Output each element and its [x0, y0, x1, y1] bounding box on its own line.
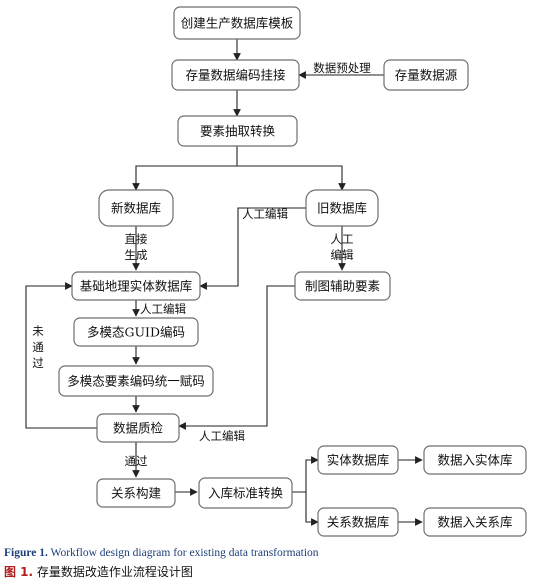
node-quality-check-label: 数据质检 — [113, 421, 164, 436]
node-stock-coding: 存量数据编码挂接 — [171, 59, 300, 91]
edges — [25, 39, 423, 526]
edge-labels: 数据预处理 直接 生成 人工编辑 人工 编辑 人工编辑 人工编辑 未 通 过 通… — [32, 61, 371, 468]
node-guid-code-label: 多模态GUID编码 — [87, 325, 185, 340]
node-unified-code-label: 多模态要素编码统一赋码 — [67, 374, 205, 389]
node-relation-build-label: 关系构建 — [111, 486, 162, 501]
edge-convert-to-entity — [292, 456, 319, 493]
label-fail-3: 过 — [32, 356, 44, 370]
node-create-template: 创建生产数据库模板 — [173, 6, 301, 40]
node-new-db-label: 新数据库 — [111, 201, 161, 216]
label-pass: 通过 — [125, 454, 148, 468]
node-relation-db-label: 关系数据库 — [327, 515, 390, 530]
label-manual-2a: 人工 — [331, 232, 354, 246]
label-manual-2b: 编辑 — [331, 248, 354, 262]
edge-extract-to-new-db — [132, 146, 238, 191]
node-old-db: 旧数据库 — [305, 189, 379, 227]
node-stock-source: 存量数据源 — [383, 59, 469, 91]
caption-chinese-text: 存量数据改造作业流程设计图 — [36, 565, 193, 579]
node-unified-code: 多模态要素编码统一赋码 — [58, 365, 214, 397]
node-element-extract: 要素抽取转换 — [177, 115, 298, 147]
label-preprocess: 数据预处理 — [313, 61, 371, 75]
label-fail-1: 未 — [32, 324, 44, 338]
edge-cartaux-to-qc — [178, 285, 295, 430]
caption-chinese-label: 图 1. — [4, 565, 34, 579]
node-to-relation-db: 数据入关系库 — [423, 507, 527, 537]
label-manual-edit-4: 人工编辑 — [199, 429, 245, 443]
node-create-template-label: 创建生产数据库模板 — [181, 16, 294, 31]
node-std-convert: 入库标准转换 — [198, 477, 293, 509]
node-entity-db: 实体数据库 — [317, 445, 399, 475]
edge-convert-to-relationdb — [305, 492, 319, 526]
caption-chinese: 图 1. 存量数据改造作业流程设计图 — [4, 563, 193, 580]
node-stock-coding-label: 存量数据编码挂接 — [185, 68, 286, 83]
label-manual-edit-1: 人工编辑 — [242, 207, 288, 221]
node-stock-source-label: 存量数据源 — [395, 68, 458, 83]
node-relation-db: 关系数据库 — [317, 507, 399, 537]
node-base-geo-db: 基础地理实体数据库 — [71, 271, 201, 301]
caption-english: Figure 1. Workflow design diagram for ex… — [4, 547, 319, 559]
edge-extract-to-old-db — [237, 165, 346, 191]
node-std-convert-label: 入库标准转换 — [208, 486, 284, 501]
label-manual-edit-3: 人工编辑 — [140, 302, 186, 316]
node-entity-db-label: 实体数据库 — [327, 453, 390, 468]
node-relation-build: 关系构建 — [96, 478, 176, 508]
node-cart-aux-label: 制图辅助要素 — [305, 279, 380, 294]
label-direct-2: 生成 — [125, 248, 148, 262]
node-to-relation-db-label: 数据入关系库 — [437, 515, 512, 530]
edge-qc-fail-back — [25, 282, 97, 429]
node-element-extract-label: 要素抽取转换 — [200, 124, 276, 139]
caption-english-label: Figure 1. — [4, 547, 48, 559]
node-cart-aux: 制图辅助要素 — [294, 271, 391, 301]
node-to-entity-db-label: 数据入实体库 — [437, 453, 512, 468]
node-base-geo-db-label: 基础地理实体数据库 — [80, 279, 193, 294]
edge-old-db-to-base — [199, 207, 306, 290]
node-guid-code: 多模态GUID编码 — [73, 317, 199, 347]
node-new-db: 新数据库 — [98, 189, 174, 227]
label-direct-1: 直接 — [125, 232, 148, 246]
node-quality-check: 数据质检 — [96, 413, 180, 443]
caption-english-text: Workflow design diagram for existing dat… — [50, 547, 319, 559]
node-old-db-label: 旧数据库 — [317, 201, 367, 216]
label-fail-2: 通 — [32, 340, 44, 354]
node-to-entity-db: 数据入实体库 — [423, 445, 527, 475]
